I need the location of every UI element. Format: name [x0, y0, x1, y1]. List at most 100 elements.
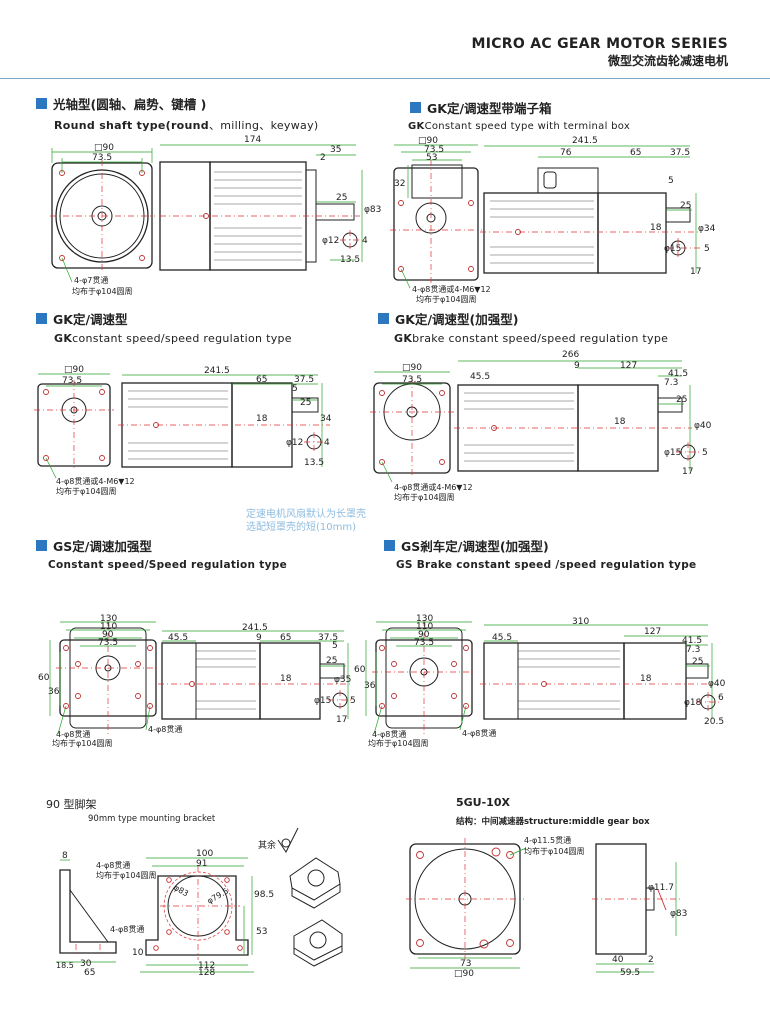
dim-label: 均布于φ104圆周 — [368, 738, 429, 748]
side-view — [480, 145, 700, 274]
section-subtitle: GS Brake constant speed /speed regulatio… — [396, 559, 697, 571]
dim-label: 25 — [680, 201, 691, 211]
gk-brake-drawing — [370, 360, 700, 483]
dim-label: 310 — [572, 617, 589, 627]
section-subtitle-bold: GK — [408, 121, 425, 132]
dim-label: 4-φ8贯通或4-M6▼12 — [394, 482, 473, 492]
dim-label: 90 — [102, 630, 114, 640]
dim-label: φ40 — [694, 421, 712, 431]
front-view — [34, 373, 114, 479]
dim-label: φ83 — [364, 205, 381, 215]
section-title: 5GU-10X — [456, 796, 510, 809]
dim-label: 4-φ8贯通 — [110, 924, 144, 934]
dim-label: φ35 — [334, 675, 351, 685]
dim-label: 53 — [426, 153, 437, 163]
dim-label: □90 — [418, 136, 438, 146]
dim-label: 130 — [100, 614, 117, 624]
dim-label: 18 — [614, 417, 626, 427]
dim-label: φ83 — [172, 883, 190, 899]
dim-label: 5 — [350, 696, 356, 706]
dim-label: 60 — [38, 673, 50, 683]
section-subtitle: constant speed/speed regulation type — [72, 332, 292, 345]
dim-label: 25 — [336, 193, 347, 203]
dim-label: 40 — [612, 955, 624, 965]
dim-label: 45.5 — [168, 633, 188, 643]
front-view — [390, 144, 482, 289]
side-view — [118, 374, 330, 468]
section-bracket: 90 型脚架 90mm type mounting bracket — [46, 796, 215, 824]
bracket-front-view — [140, 857, 254, 973]
front-view — [50, 148, 155, 283]
dim-label: 其余 — [258, 839, 276, 851]
side-view — [454, 360, 700, 472]
dim-label: 90 — [418, 630, 430, 640]
dim-label: 25 — [676, 395, 687, 405]
dim-label: 241.5 — [572, 136, 598, 146]
section-round-shaft: 光轴型(圆轴、扁势、键槽 ) Round shaft type(round、mi… — [36, 94, 318, 133]
gk-drawing — [34, 373, 330, 479]
section-subtitle: 结构：中间减速器structure:middle gear box — [456, 817, 650, 827]
dim-label: φ12 — [286, 438, 303, 448]
dim-label: 4 — [362, 236, 368, 246]
dim-label: 130 — [416, 614, 433, 624]
dim-label: 73.5 — [402, 375, 422, 385]
dim-label: φ40 — [708, 679, 726, 689]
dim-label: 均布于φ104圆周 — [524, 846, 585, 856]
section-marker-icon — [36, 313, 47, 324]
bracket-drawing — [56, 827, 343, 973]
dim-label: 均布于φ104圆周 — [72, 286, 133, 296]
section-title: GK定/调速型带端子箱 — [427, 101, 552, 116]
front-view — [49, 620, 160, 735]
dim-label: 均布于φ104圆周 — [394, 492, 455, 502]
dim-label: 5 — [292, 384, 298, 394]
dim-label: 18 — [650, 223, 662, 233]
section-marker-icon — [410, 102, 421, 113]
dim-label: φ15 — [314, 696, 331, 706]
dim-label: 4-φ8贯通 — [56, 729, 90, 739]
section-gk: GK定/调速型 GKconstant speed/speed regulatio… — [36, 309, 292, 345]
dim-label: 9 — [574, 361, 580, 371]
bracket-side-view — [56, 859, 117, 963]
section-title: GK定/调速型 — [53, 312, 128, 327]
dim-label: 73.5 — [414, 638, 434, 648]
dim-label: 32 — [394, 179, 405, 189]
section-subtitle: Constant speed/Speed regulation type — [48, 559, 287, 571]
dim-label: 37.5 — [318, 633, 338, 643]
series-title-cn: 微型交流齿轮减速电机 — [607, 54, 728, 68]
dim-label: □90 — [454, 969, 474, 979]
dim-label: 2 — [320, 153, 326, 163]
dim-label: 65 — [630, 148, 641, 158]
dim-label: □90 — [64, 365, 84, 375]
dimension-labels: □90 73.5 174 35 2 25 φ83 φ12 4 13.5 4-φ7… — [38, 135, 726, 979]
dim-label: 73.5 — [424, 145, 444, 155]
note-line: 选配短罩壳的短(10mm) — [246, 522, 357, 533]
section-subtitle-bold: GK — [54, 332, 73, 345]
dim-label: φ12 — [322, 236, 339, 246]
dim-label: 73 — [460, 959, 471, 969]
section-subtitle: 、milling、keyway) — [208, 119, 319, 132]
dim-label: φ79.5 — [206, 886, 230, 905]
dim-label: φ83 — [670, 909, 687, 919]
dim-label: 266 — [562, 350, 579, 360]
dim-label: 25 — [692, 657, 703, 667]
dim-label: 25 — [300, 398, 311, 408]
dim-label: 127 — [644, 627, 661, 637]
dim-label: 4-φ8贯通或4-M6▼12 — [56, 476, 135, 486]
dim-label: 41.5 — [682, 636, 702, 646]
dim-label: φ34 — [698, 224, 716, 234]
dim-label: 36 — [364, 681, 376, 691]
dim-label: φ15 — [664, 448, 681, 458]
gk-terminal-drawing — [390, 144, 700, 289]
dim-label: 30 — [80, 959, 92, 969]
section-subtitle: 90mm type mounting bracket — [88, 814, 216, 824]
dim-label: 5 — [332, 641, 338, 651]
gearbox-drawing — [406, 838, 680, 973]
section-title: GS定/调速加强型 — [53, 539, 152, 554]
dim-label: φ11.7 — [648, 883, 674, 893]
dim-label: 59.5 — [620, 968, 640, 978]
dim-label: 6 — [718, 693, 724, 703]
dim-label: 45.5 — [492, 633, 512, 643]
dim-label: 91 — [196, 859, 207, 869]
gs-drawing — [49, 620, 352, 735]
